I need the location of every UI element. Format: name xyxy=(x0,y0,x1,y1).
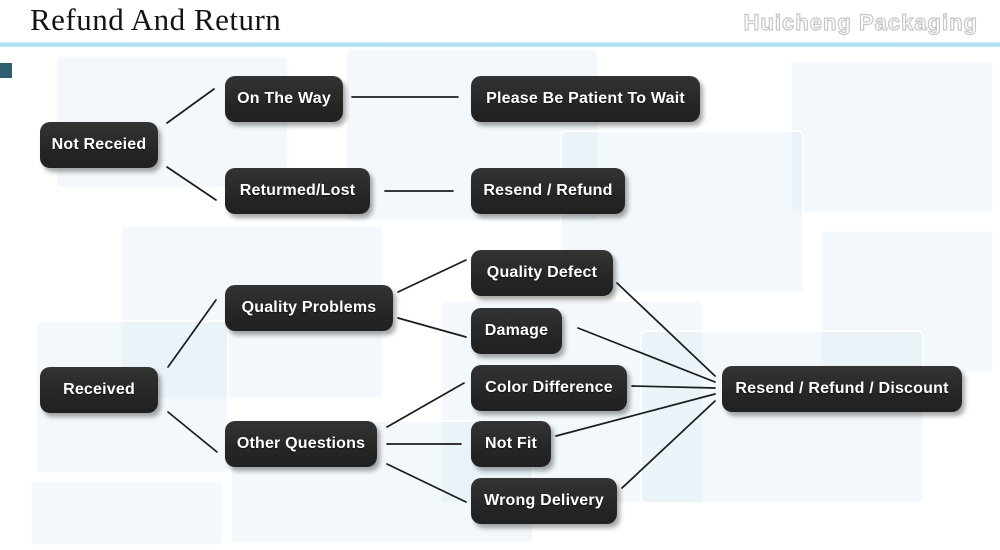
node-color-difference: Color Difference xyxy=(471,365,627,411)
connector-quality-defect-to-resend-refund-discount xyxy=(616,282,716,377)
accent-square xyxy=(0,63,12,78)
connector-not-receied-to-on-the-way xyxy=(166,88,215,124)
node-not-receied: Not Receied xyxy=(40,122,158,168)
node-resend-refund: Resend / Refund xyxy=(471,168,625,214)
page-title: Refund And Return xyxy=(30,2,282,37)
connector-not-fit-to-resend-refund-discount xyxy=(555,393,716,437)
connector-other-questions-to-color-difference xyxy=(386,382,465,428)
node-quality-defect: Quality Defect xyxy=(471,250,613,296)
node-please-be-patient: Please Be Patient To Wait xyxy=(471,76,700,122)
node-returmed-lost: Returmed/Lost xyxy=(225,168,370,214)
background-panel xyxy=(640,330,924,504)
connector-damage-to-resend-refund-discount xyxy=(577,327,716,383)
node-wrong-delivery: Wrong Delivery xyxy=(471,478,617,524)
connector-other-questions-to-wrong-delivery xyxy=(386,463,467,503)
connector-not-receied-to-returmed-lost xyxy=(166,166,217,201)
connector-received-to-quality-problems xyxy=(167,299,217,368)
node-quality-problems: Quality Problems xyxy=(225,285,393,331)
brand-logo-text: Huicheng Packaging xyxy=(743,9,978,35)
connector-wrong-delivery-to-resend-refund-discount xyxy=(621,400,716,489)
connector-quality-problems-to-damage xyxy=(397,317,467,338)
node-resend-refund-discount: Resend / Refund / Discount xyxy=(722,366,962,412)
connector-color-difference-to-resend-refund-discount xyxy=(631,385,716,389)
node-damage: Damage xyxy=(471,308,562,354)
node-not-fit: Not Fit xyxy=(471,421,551,467)
background-panel xyxy=(30,480,224,546)
node-other-questions: Other Questions xyxy=(225,421,377,467)
header-divider xyxy=(0,42,1000,47)
connector-received-to-other-questions xyxy=(167,411,218,453)
node-on-the-way: On The Way xyxy=(225,76,343,122)
connector-quality-problems-to-quality-defect xyxy=(397,259,467,293)
node-received: Received xyxy=(40,367,158,413)
background-panel xyxy=(790,60,994,214)
background-panel xyxy=(820,230,994,374)
